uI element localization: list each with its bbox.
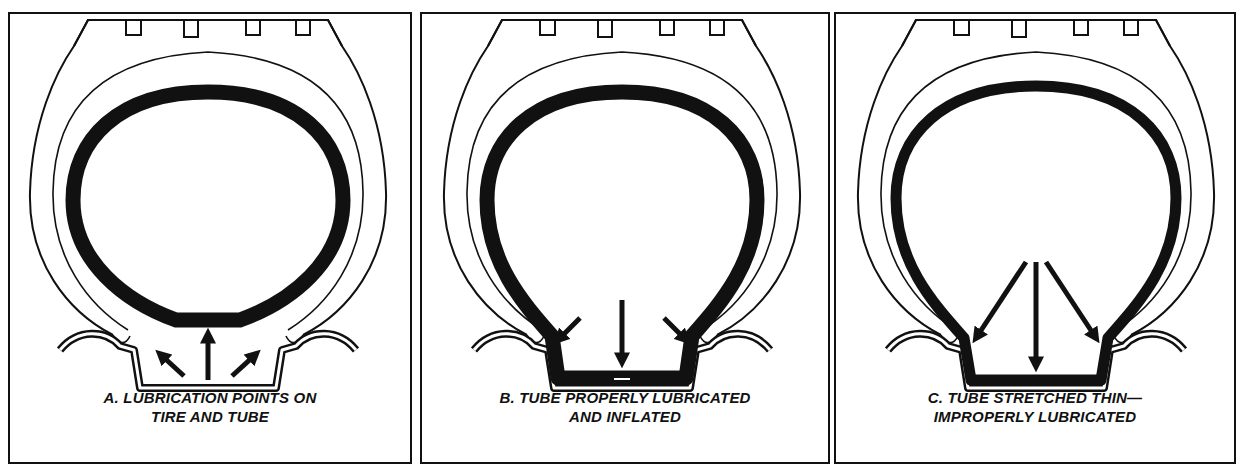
figure-panel: C. TUBE STRETCHED THIN— IMPROPERLY LUBRI… [834,12,1236,464]
figure-caption: C. TUBE STRETCHED THIN— IMPROPERLY LUBRI… [912,388,1158,426]
figure-panel: B. TUBE PROPERLY LUBRICATED AND INFLATED [420,12,830,464]
figure-caption: B. TUBE PROPERLY LUBRICATED AND INFLATED [499,388,751,426]
tire-section-a [30,20,386,388]
tire-section-b [444,20,800,388]
tire-section-c [858,20,1214,388]
figure-panel: A. LUBRICATION POINTS ON TIRE AND TUBE [8,12,412,464]
figure-caption: A. LUBRICATION POINTS ON TIRE AND TUBE [99,388,321,426]
